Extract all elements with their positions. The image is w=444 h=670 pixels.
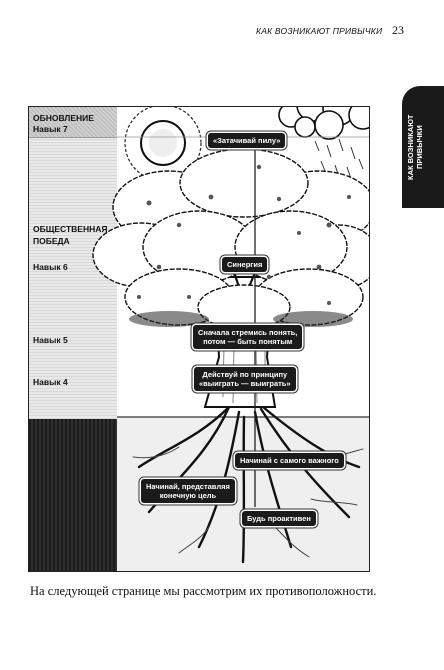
level-public-victory-line1: ОБЩЕСТВЕННАЯ bbox=[33, 224, 108, 234]
page-caption: На следующей странице мы рассмотрим их п… bbox=[30, 584, 377, 598]
habit-2-callout-line1: Начинай, представляя bbox=[146, 482, 230, 491]
level-habit-4: Навык 4 bbox=[33, 377, 68, 387]
habit-4-callout-line2: «выиграть — выиграть» bbox=[199, 379, 291, 388]
habit-5-callout: Сначала стремись понять, потом — быть по… bbox=[193, 325, 303, 349]
level-column bbox=[29, 107, 118, 571]
habit-3-callout-text: Начинай с самого важного bbox=[240, 456, 339, 465]
sun-icon bbox=[124, 107, 202, 182]
level-habit-5: Навык 5 bbox=[33, 335, 68, 345]
level-habit-7: Навык 7 bbox=[33, 124, 68, 134]
habit-6-callout: Синергия bbox=[222, 257, 268, 272]
habit-1-callout: Будь проактивен bbox=[242, 511, 316, 526]
habit-7-callout-text: «Затачивай пилу» bbox=[213, 136, 281, 145]
habit-2-callout-line2: конечную цель bbox=[159, 491, 217, 500]
tree-foliage bbox=[92, 148, 369, 330]
page-number: 23 bbox=[392, 23, 404, 37]
habit-6-callout-text: Синергия bbox=[227, 260, 263, 269]
habit-7-callout: «Затачивай пилу» bbox=[208, 133, 286, 148]
habit-5-callout-line1: Сначала стремись понять, bbox=[198, 328, 298, 337]
renewal-band bbox=[29, 107, 117, 138]
habit-tree-illustration: ОБНОВЛЕНИЕ Навык 7 ОБЩЕСТВЕННАЯ ПОБЕДА Н… bbox=[28, 106, 370, 572]
level-renewal: ОБНОВЛЕНИЕ bbox=[33, 113, 94, 123]
habit-4-callout-line1: Действуй по принципу bbox=[202, 370, 288, 379]
habit-2-callout: Начинай, представляя конечную цель bbox=[141, 479, 235, 503]
habit-3-callout: Начинай с самого важного bbox=[235, 453, 344, 468]
level-column-dark bbox=[29, 419, 117, 571]
habit-5-callout-line2: потом — быть понятым bbox=[203, 337, 293, 346]
level-public-victory-line2: ПОБЕДА bbox=[33, 236, 70, 246]
level-habit-6: Навык 6 bbox=[33, 262, 68, 272]
chapter-tab: КАК ВОЗНИКАЮТ ПРИВЫЧКИ bbox=[402, 86, 444, 208]
cloud-icon bbox=[278, 107, 369, 140]
running-head: КАК ВОЗНИКАЮТ ПРИВЫЧКИ bbox=[256, 26, 383, 36]
habit-4-callout: Действуй по принципу «выиграть — выиграт… bbox=[194, 367, 296, 391]
habit-1-callout-text: Будь проактивен bbox=[247, 514, 311, 523]
chapter-tab-label: КАК ВОЗНИКАЮТ ПРИВЫЧКИ bbox=[406, 114, 424, 180]
